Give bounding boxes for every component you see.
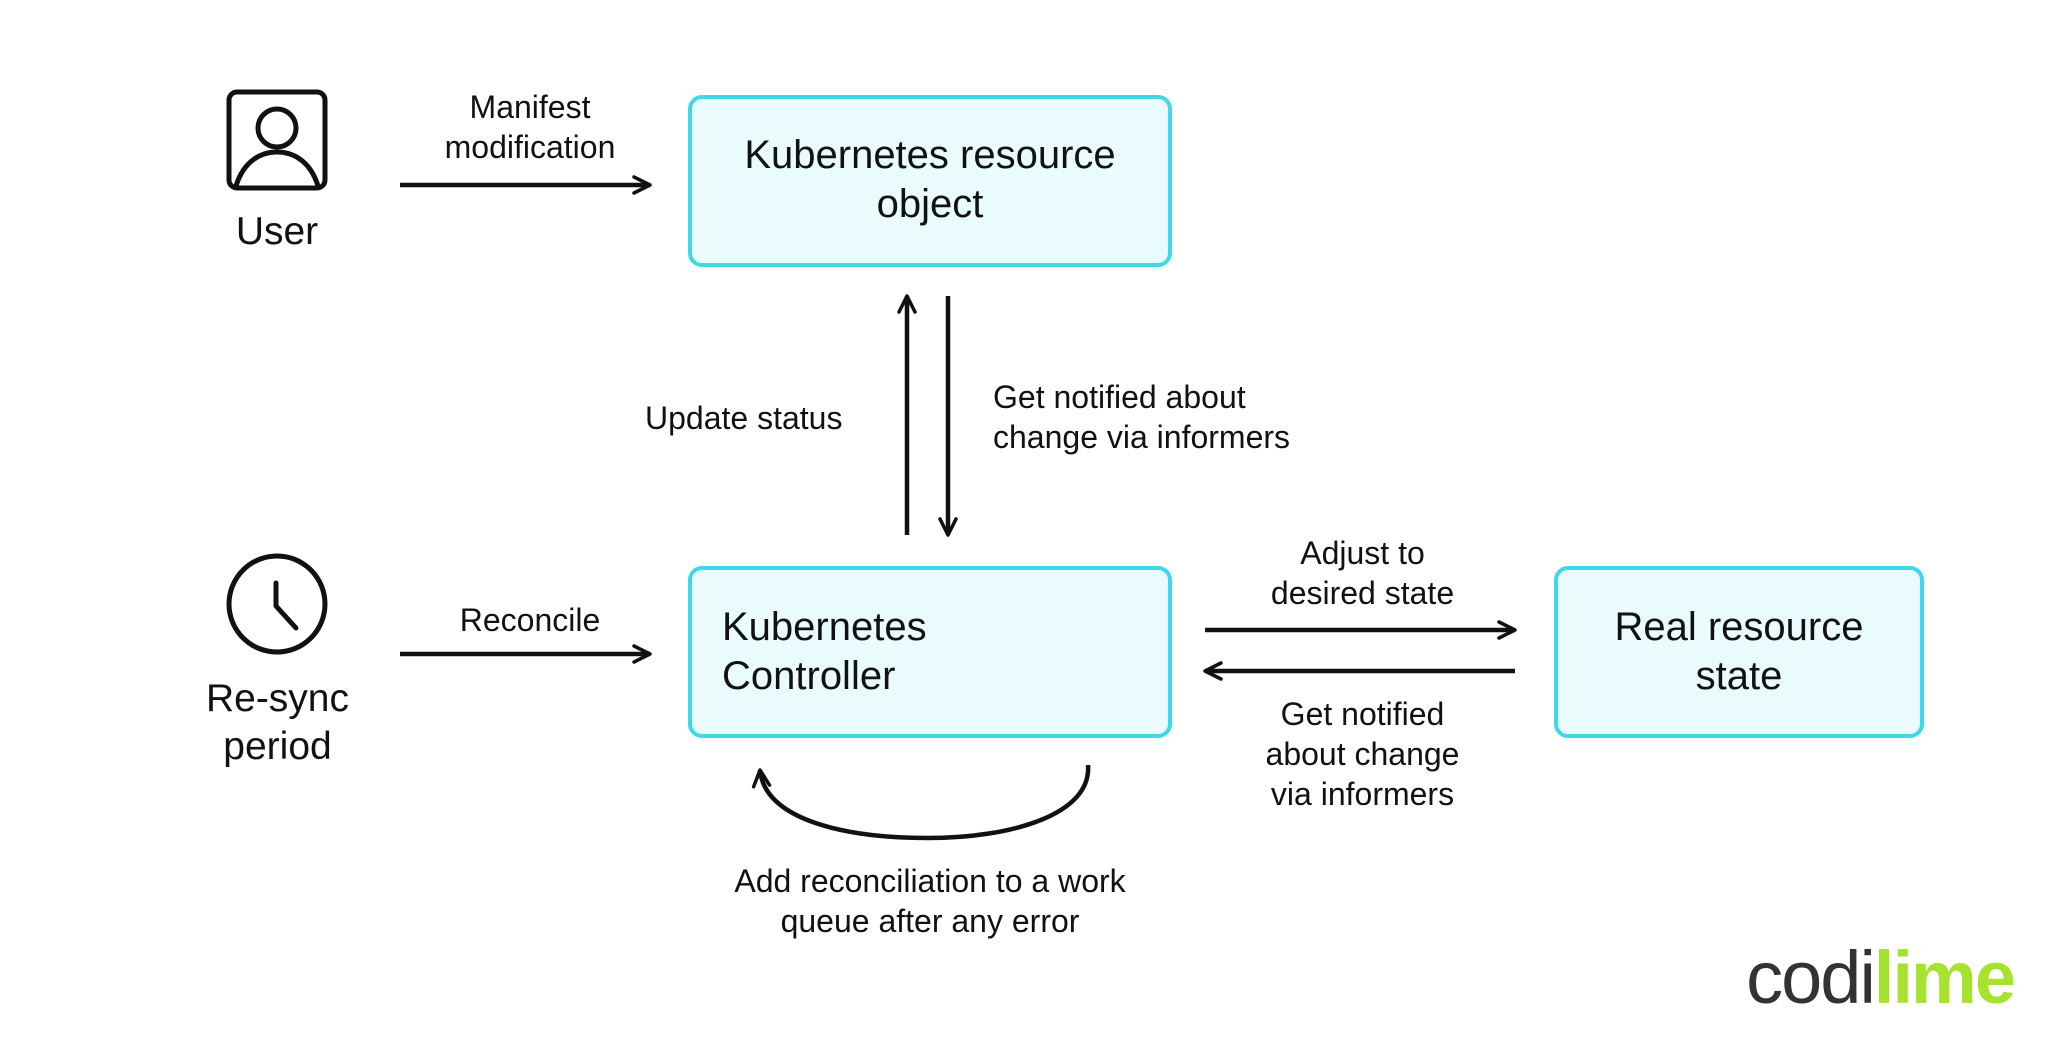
resource-object-label: Kubernetes resource object (744, 133, 1116, 226)
clock-icon (226, 553, 328, 655)
real-state-box (1554, 566, 1924, 738)
logo-part-codi: codi (1746, 936, 1876, 1019)
codilime-logo: codilime (1746, 935, 2016, 1020)
resource-object-box (688, 95, 1172, 267)
resync-label: Re-sync period (205, 677, 350, 768)
notify-top-label: Get notified about change via informers (993, 379, 1291, 455)
user-label: User (235, 210, 319, 253)
notify-right-label: Get notified about change via informers (1265, 696, 1460, 812)
adjust-label: Adjust to desired state (1270, 535, 1455, 611)
work-queue-label: Add reconciliation to a work queue after… (734, 863, 1126, 939)
update-status-label: Update status (645, 400, 843, 436)
user-icon (226, 89, 328, 191)
controller-label: Kubernetes Controller (722, 605, 927, 698)
manifest-modification-label: Manifest modification (444, 89, 616, 165)
work-queue-loop-arrow (751, 764, 1091, 841)
controller-box (688, 566, 1172, 738)
logo-part-lime: lime (1873, 936, 2016, 1019)
real-state-label: Real resource state (1614, 605, 1864, 698)
reconcile-label: Reconcile (459, 602, 601, 638)
